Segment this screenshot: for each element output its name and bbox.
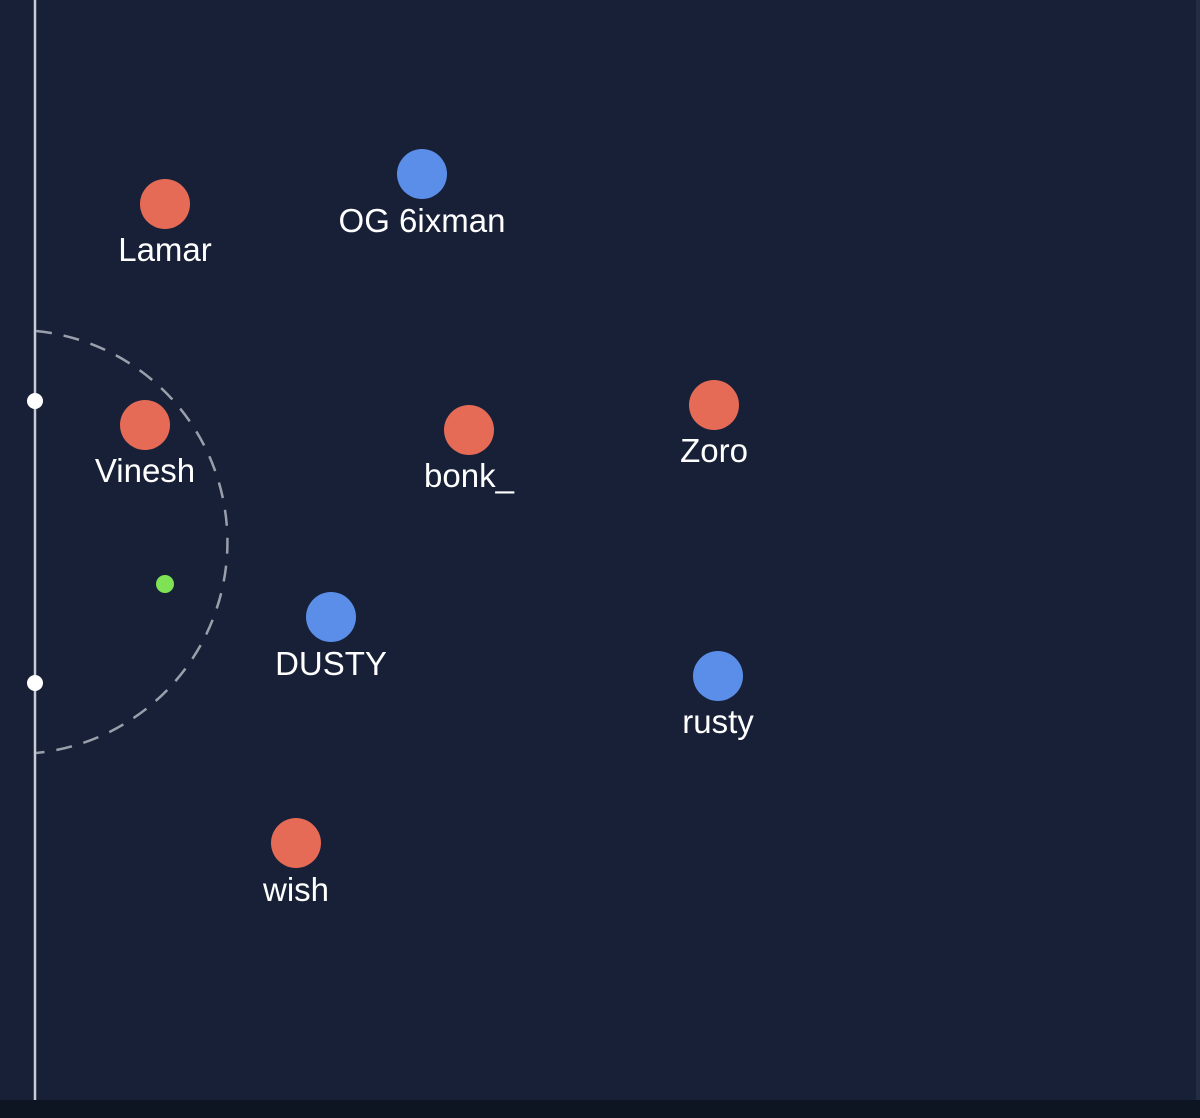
player-lamar[interactable]: Lamar (118, 179, 212, 268)
bottom-bar (0, 1100, 1200, 1118)
player-name: Lamar (118, 231, 212, 268)
player-name: bonk_ (424, 457, 515, 494)
goal-post-top (27, 393, 43, 409)
field-right-edge (1196, 0, 1200, 1100)
player-rusty[interactable]: rusty (682, 651, 754, 740)
ball (156, 575, 174, 593)
goal-post-bottom (27, 675, 43, 691)
player-bonk[interactable]: bonk_ (424, 405, 515, 494)
player-og-6ixman[interactable]: OG 6ixman (339, 149, 506, 239)
player-zoro[interactable]: Zoro (680, 380, 748, 469)
player-token (271, 818, 321, 868)
player-name: wish (262, 871, 329, 908)
player-token (444, 405, 494, 455)
player-name: OG 6ixman (339, 202, 506, 239)
player-token (689, 380, 739, 430)
goal-arc (35, 329, 229, 755)
player-dusty[interactable]: DUSTY (275, 592, 387, 682)
player-token (397, 149, 447, 199)
player-token (306, 592, 356, 642)
player-name: rusty (682, 703, 754, 740)
player-name: DUSTY (275, 645, 387, 682)
player-vinesh[interactable]: Vinesh (95, 400, 195, 489)
player-wish[interactable]: wish (262, 818, 329, 908)
player-token (140, 179, 190, 229)
player-token (693, 651, 743, 701)
player-token (120, 400, 170, 450)
player-name: Zoro (680, 432, 748, 469)
player-name: Vinesh (95, 452, 195, 489)
